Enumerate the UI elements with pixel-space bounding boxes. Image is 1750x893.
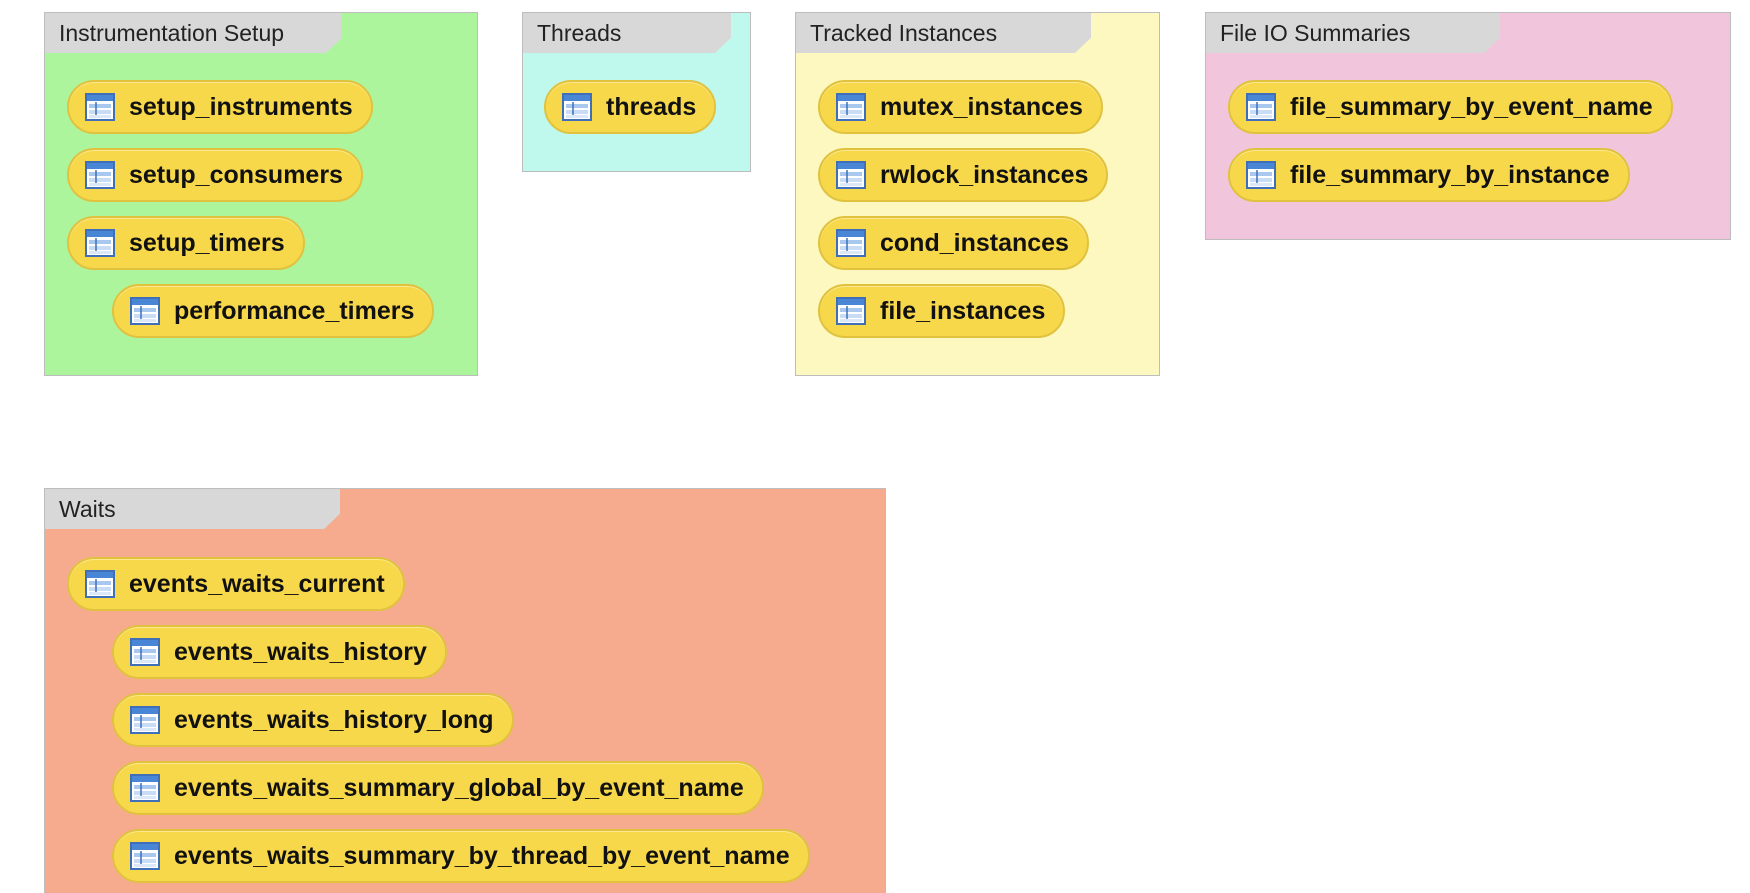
table-label: file_instances (880, 296, 1046, 325)
table-file-instances[interactable]: file_instances (818, 284, 1066, 338)
table-label: events_waits_history_long (174, 705, 494, 734)
table-icon (130, 706, 160, 734)
table-mutex-instances[interactable]: mutex_instances (818, 80, 1103, 134)
table-icon (836, 93, 866, 121)
table-events-waits-summary-global-by-event-name[interactable]: events_waits_summary_global_by_event_nam… (112, 761, 764, 815)
table-icon (1246, 93, 1276, 121)
table-icon (130, 297, 160, 325)
table-icon (130, 774, 160, 802)
table-file-summary-by-instance[interactable]: file_summary_by_instance (1228, 148, 1630, 202)
table-icon (85, 570, 115, 598)
table-performance-timers[interactable]: performance_timers (112, 284, 435, 338)
table-label: file_summary_by_instance (1290, 160, 1610, 189)
table-file-summary-by-event-name[interactable]: file_summary_by_event_name (1228, 80, 1673, 134)
table-label: setup_timers (129, 228, 285, 257)
table-label: events_waits_history (174, 637, 427, 666)
table-label: setup_instruments (129, 92, 353, 121)
table-icon (130, 842, 160, 870)
table-icon (85, 93, 115, 121)
table-icon (1246, 161, 1276, 189)
table-label: mutex_instances (880, 92, 1083, 121)
table-icon (836, 229, 866, 257)
table-threads[interactable]: threads (544, 80, 717, 134)
table-label: events_waits_current (129, 569, 385, 598)
table-label: cond_instances (880, 228, 1069, 257)
group-title: File IO Summaries (1206, 13, 1500, 53)
table-label: file_summary_by_event_name (1290, 92, 1653, 121)
table-icon (562, 93, 592, 121)
group-title: Tracked Instances (796, 13, 1091, 53)
group-title: Threads (523, 13, 731, 53)
table-label: events_waits_summary_by_thread_by_event_… (174, 841, 790, 870)
table-icon (836, 297, 866, 325)
table-label: threads (606, 92, 697, 121)
table-icon (85, 161, 115, 189)
table-cond-instances[interactable]: cond_instances (818, 216, 1089, 270)
table-label: setup_consumers (129, 160, 343, 189)
table-icon (85, 229, 115, 257)
table-label: events_waits_summary_global_by_event_nam… (174, 773, 744, 802)
table-events-waits-history-long[interactable]: events_waits_history_long (112, 693, 514, 747)
table-label: performance_timers (174, 296, 415, 325)
table-events-waits-history[interactable]: events_waits_history (112, 625, 447, 679)
table-label: rwlock_instances (880, 160, 1089, 189)
table-setup-instruments[interactable]: setup_instruments (67, 80, 373, 134)
table-icon (130, 638, 160, 666)
group-waits: Waits (44, 488, 886, 893)
table-setup-timers[interactable]: setup_timers (67, 216, 305, 270)
group-title: Instrumentation Setup (45, 13, 342, 53)
table-events-waits-current[interactable]: events_waits_current (67, 557, 405, 611)
table-icon (836, 161, 866, 189)
table-setup-consumers[interactable]: setup_consumers (67, 148, 363, 202)
table-rwlock-instances[interactable]: rwlock_instances (818, 148, 1109, 202)
group-title: Waits (45, 489, 340, 529)
table-events-waits-summary-by-thread-by-event-name[interactable]: events_waits_summary_by_thread_by_event_… (112, 829, 810, 883)
